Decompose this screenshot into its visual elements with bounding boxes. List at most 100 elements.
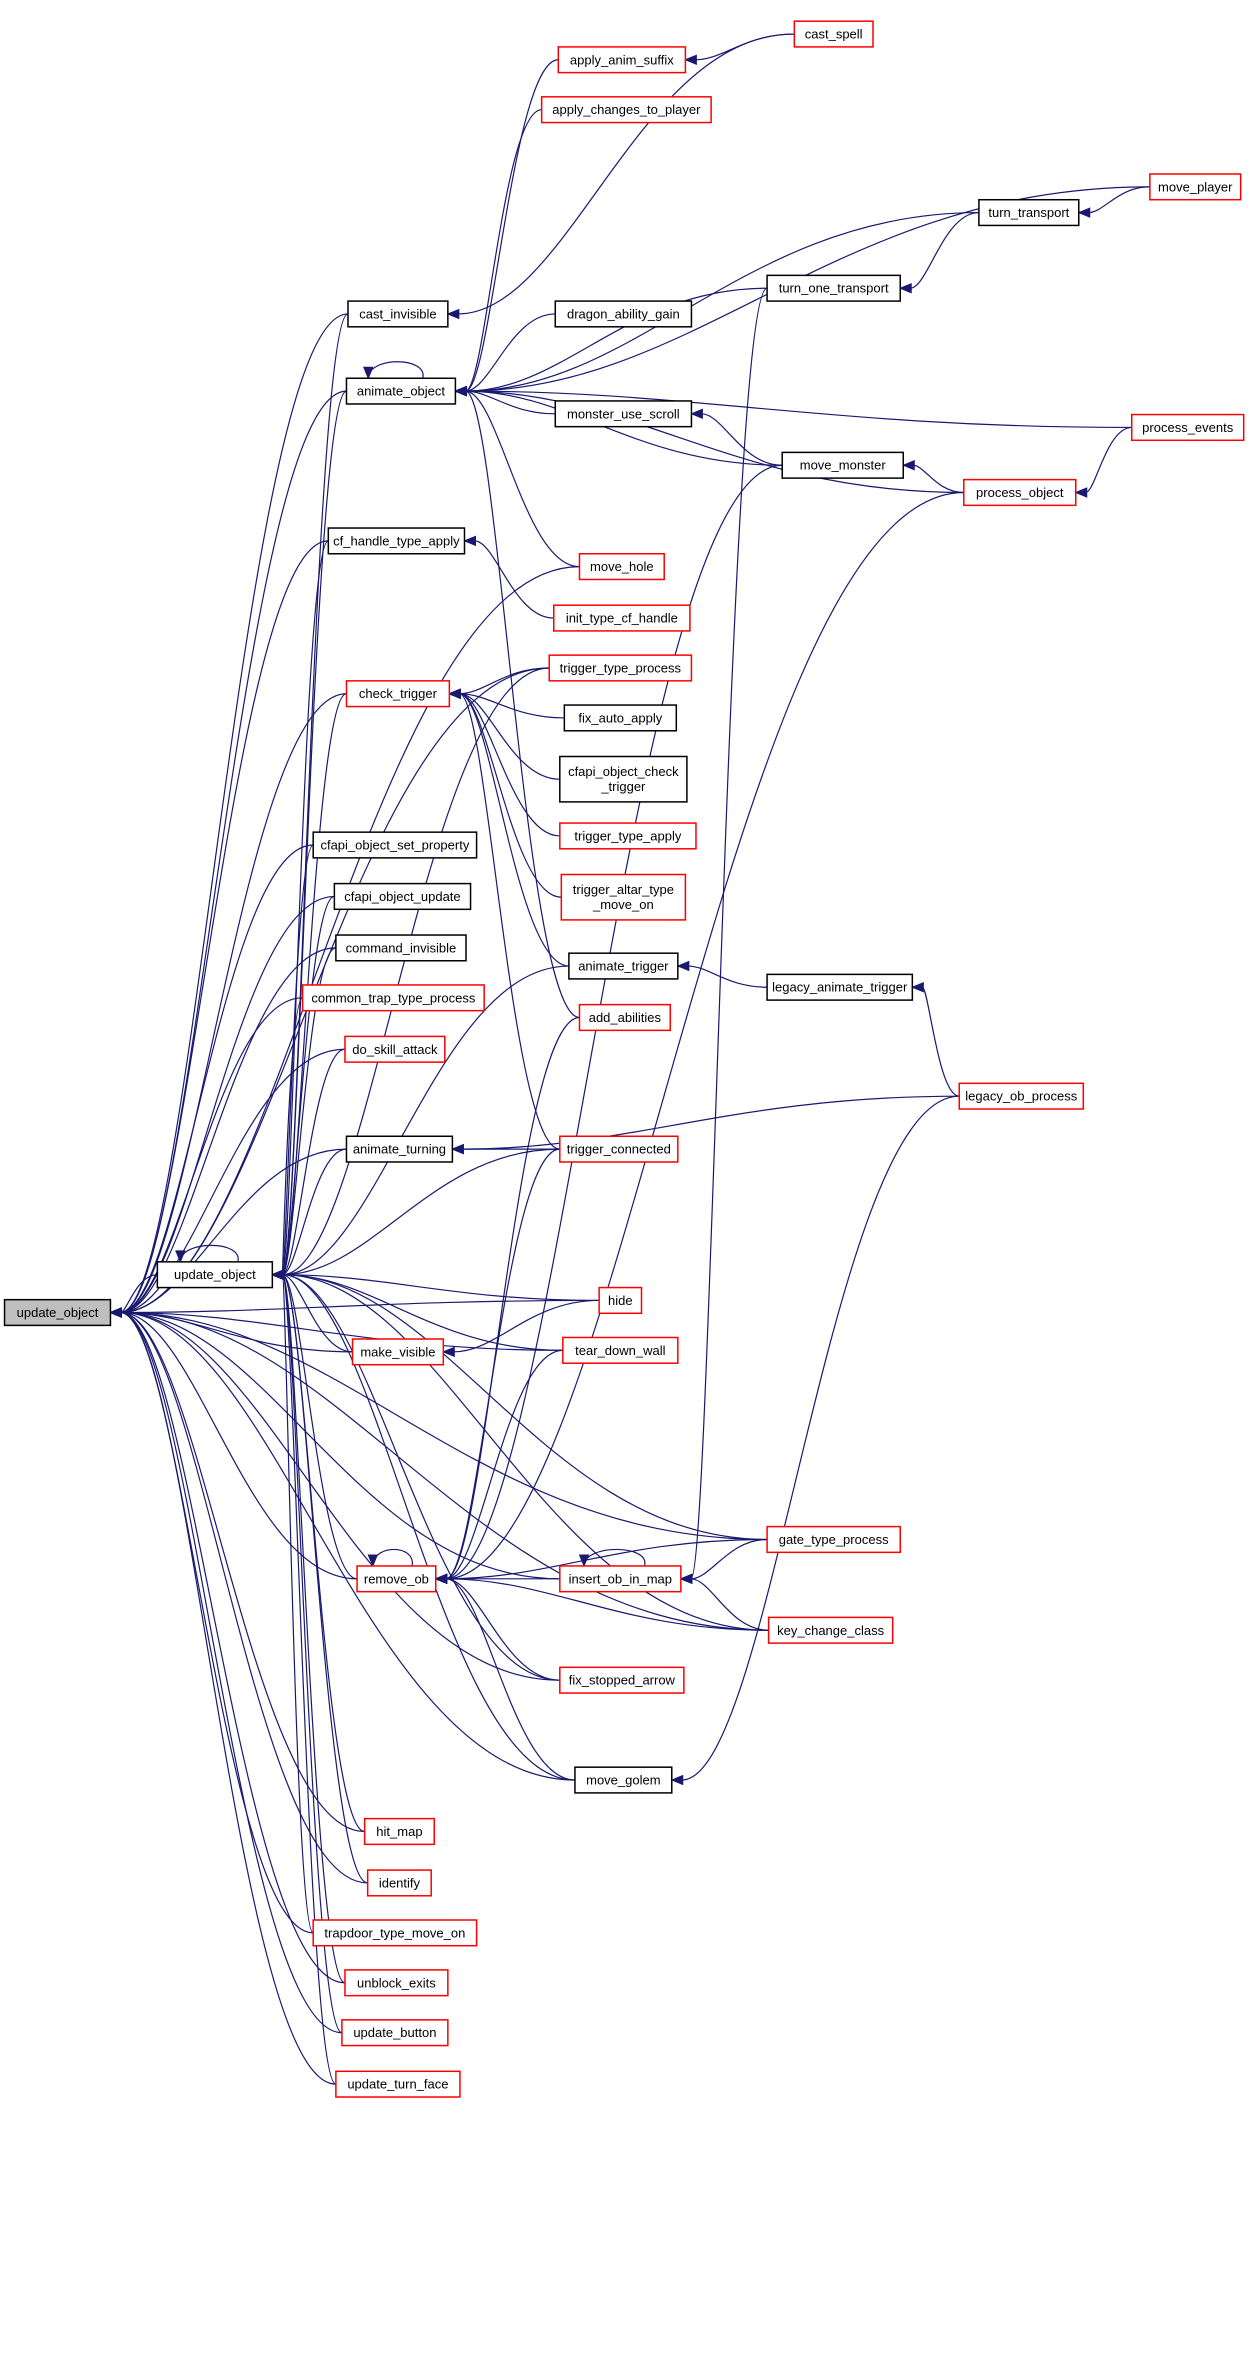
node-box[interactable] bbox=[793, 20, 874, 48]
node-box[interactable] bbox=[1130, 413, 1245, 442]
node-box[interactable] bbox=[548, 654, 693, 682]
node-legacy-ob-process[interactable]: legacy_ob_process bbox=[958, 1082, 1085, 1110]
node-box[interactable] bbox=[312, 831, 478, 859]
node-cfapi-object-check-trigger[interactable]: cfapi_object_check_trigger bbox=[559, 755, 688, 803]
node-check-trigger[interactable]: check_trigger bbox=[345, 680, 451, 708]
node-box[interactable] bbox=[958, 1082, 1085, 1110]
node-box[interactable] bbox=[578, 1003, 672, 1032]
node-box[interactable] bbox=[767, 1616, 894, 1644]
node-box[interactable] bbox=[3, 1298, 112, 1327]
node-trigger-altar-type-move-on[interactable]: trigger_altar_type_move_on bbox=[560, 873, 687, 921]
node-box[interactable] bbox=[557, 46, 687, 74]
node-box[interactable] bbox=[560, 873, 687, 921]
node-box[interactable] bbox=[312, 1919, 478, 1947]
node-cast-spell[interactable]: cast_spell bbox=[793, 20, 874, 48]
node-tear-down-wall[interactable]: tear_down_wall bbox=[562, 1336, 679, 1364]
node-root[interactable]: update_object bbox=[3, 1298, 112, 1327]
node-move-hole[interactable]: move_hole bbox=[578, 553, 665, 581]
node-insert-ob-in-map[interactable]: insert_ob_in_map bbox=[559, 1565, 682, 1593]
node-box[interactable] bbox=[347, 300, 449, 328]
node-box[interactable] bbox=[554, 300, 693, 328]
node-box[interactable] bbox=[366, 1869, 432, 1897]
node-box[interactable] bbox=[563, 704, 678, 732]
node-common-trap-type-process[interactable]: common_trap_type_process bbox=[301, 984, 485, 1012]
node-cfapi-object-update[interactable]: cfapi_object_update bbox=[333, 882, 472, 911]
node-box[interactable] bbox=[559, 822, 697, 850]
node-box[interactable] bbox=[341, 2019, 449, 2047]
node-fix-auto-apply[interactable]: fix_auto_apply bbox=[563, 704, 678, 732]
node-animate-object[interactable]: animate_object bbox=[345, 377, 457, 405]
node-box[interactable] bbox=[574, 1766, 673, 1794]
node-box[interactable] bbox=[335, 2070, 461, 2098]
node-init-type-cf-handle[interactable]: init_type_cf_handle bbox=[553, 604, 691, 632]
node-box[interactable] bbox=[766, 274, 901, 302]
node-update-turn-face[interactable]: update_turn_face bbox=[335, 2070, 461, 2098]
node-box[interactable] bbox=[578, 553, 665, 581]
node-box[interactable] bbox=[978, 198, 1080, 227]
node-turn-transport[interactable]: turn_transport bbox=[978, 198, 1080, 227]
node-box[interactable] bbox=[559, 755, 688, 803]
node-unblock-exits[interactable]: unblock_exits bbox=[344, 1969, 449, 1997]
node-key-change-class[interactable]: key_change_class bbox=[767, 1616, 894, 1644]
node-apply-changes-to-player[interactable]: apply_changes_to_player bbox=[540, 96, 712, 124]
node-box[interactable] bbox=[345, 680, 451, 708]
node-identify[interactable]: identify bbox=[366, 1869, 432, 1897]
node-animate-trigger[interactable]: animate_trigger bbox=[568, 952, 679, 980]
node-box[interactable] bbox=[333, 882, 472, 911]
node-apply-anim-suffix[interactable]: apply_anim_suffix bbox=[557, 46, 687, 74]
node-cfapi-object-set-property[interactable]: cfapi_object_set_property bbox=[312, 831, 478, 859]
node-box[interactable] bbox=[344, 1969, 449, 1997]
node-trigger-type-apply[interactable]: trigger_type_apply bbox=[559, 822, 697, 850]
node-box[interactable] bbox=[598, 1286, 643, 1315]
node-turn-one-transport[interactable]: turn_one_transport bbox=[766, 274, 901, 302]
node-do-skill-attack[interactable]: do_skill_attack bbox=[344, 1035, 446, 1063]
node-cf-handle-type-apply[interactable]: cf_handle_type_apply bbox=[327, 527, 466, 555]
node-box[interactable] bbox=[345, 377, 457, 405]
node-hide[interactable]: hide bbox=[598, 1286, 643, 1315]
node-remove-ob[interactable]: remove_ob bbox=[356, 1565, 437, 1593]
node-move-golem[interactable]: move_golem bbox=[574, 1766, 673, 1794]
node-box[interactable] bbox=[540, 96, 712, 124]
node-make-visible[interactable]: make_visible bbox=[351, 1338, 445, 1366]
node-box[interactable] bbox=[553, 604, 691, 632]
node-box[interactable] bbox=[356, 1565, 437, 1593]
node-box[interactable] bbox=[568, 952, 679, 980]
node-box[interactable] bbox=[766, 1525, 901, 1554]
node-update-button[interactable]: update_button bbox=[341, 2019, 449, 2047]
node-monster-use-scroll[interactable]: monster_use_scroll bbox=[554, 400, 693, 428]
node-gate-type-process[interactable]: gate_type_process bbox=[766, 1525, 901, 1554]
node-box[interactable] bbox=[1149, 173, 1242, 201]
node-box[interactable] bbox=[963, 478, 1077, 507]
node-move-player[interactable]: move_player bbox=[1149, 173, 1242, 201]
node-box[interactable] bbox=[562, 1336, 679, 1364]
node-box[interactable] bbox=[766, 973, 914, 1001]
node-box[interactable] bbox=[156, 1261, 274, 1289]
node-cast-invisible[interactable]: cast_invisible bbox=[347, 300, 449, 328]
node-box[interactable] bbox=[344, 1035, 446, 1063]
node-box[interactable] bbox=[335, 934, 467, 962]
node-dragon-ability-gain[interactable]: dragon_ability_gain bbox=[554, 300, 693, 328]
node-fix-stopped-arrow[interactable]: fix_stopped_arrow bbox=[559, 1666, 685, 1694]
node-animate-turning[interactable]: animate_turning bbox=[345, 1135, 454, 1163]
node-box[interactable] bbox=[363, 1817, 435, 1846]
node-legacy-animate-trigger[interactable]: legacy_animate_trigger bbox=[766, 973, 914, 1001]
node-trigger-connected[interactable]: trigger_connected bbox=[559, 1135, 679, 1163]
node-hit-map[interactable]: hit_map bbox=[363, 1817, 435, 1846]
node-box[interactable] bbox=[351, 1338, 445, 1366]
node-box[interactable] bbox=[559, 1565, 682, 1593]
node-box[interactable] bbox=[781, 451, 905, 479]
node-process-object[interactable]: process_object bbox=[963, 478, 1077, 507]
node-move-monster[interactable]: move_monster bbox=[781, 451, 905, 479]
node-box[interactable] bbox=[301, 984, 485, 1012]
node-update-object2[interactable]: update_object bbox=[156, 1261, 274, 1289]
node-box[interactable] bbox=[559, 1135, 679, 1163]
node-command-invisible[interactable]: command_invisible bbox=[335, 934, 467, 962]
node-box[interactable] bbox=[559, 1666, 685, 1694]
node-box[interactable] bbox=[554, 400, 693, 428]
node-add-abilities[interactable]: add_abilities bbox=[578, 1003, 672, 1032]
node-trigger-type-process[interactable]: trigger_type_process bbox=[548, 654, 693, 682]
node-box[interactable] bbox=[327, 527, 466, 555]
node-process-events[interactable]: process_events bbox=[1130, 413, 1245, 442]
node-trapdoor-type-move-on[interactable]: trapdoor_type_move_on bbox=[312, 1919, 478, 1947]
node-box[interactable] bbox=[345, 1135, 454, 1163]
